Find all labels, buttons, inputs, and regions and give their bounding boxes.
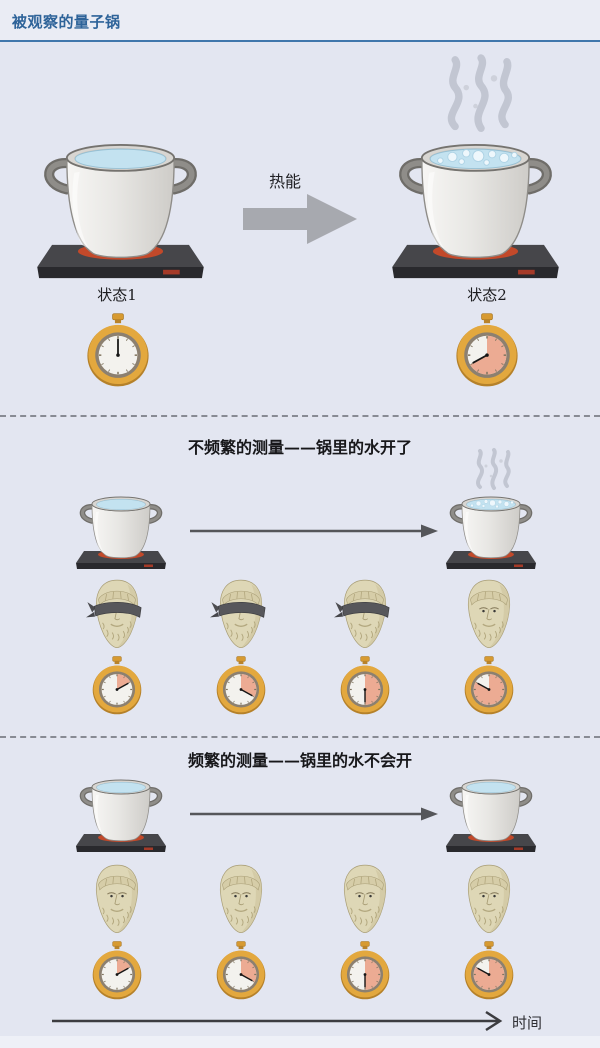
eyes [479,892,499,898]
stopwatch-icon [338,656,392,716]
stopwatch-illustration [340,941,390,1000]
bubbles [437,149,518,166]
pot-illustration [76,496,166,569]
stopwatch-illustration [464,656,514,715]
eyes [231,892,251,898]
blindfolded-bust-icon [334,576,396,652]
footer-band [0,1036,600,1048]
frequent-transition-arrow [190,807,438,821]
pot-illustration [392,54,559,279]
stopwatch-icon [462,941,516,1001]
frequent-section-title: 频繁的测量——锅里的水不会开 [187,751,412,770]
blindfolded-bust-icon [210,576,272,652]
bust-illustration [86,579,142,648]
observer-bust-icon [334,861,396,937]
blindfolded-bust-icon [86,576,148,652]
bubbles [470,499,514,509]
bust-illustration [343,864,387,933]
section-divider [0,415,600,417]
page-title: 被观察的量子锅 [12,14,121,31]
bust-illustration [467,864,511,933]
stopwatch-illustration [456,313,518,387]
state2-label: 状态2 [467,286,507,304]
observer-bust-icon [86,861,148,937]
stopwatch-icon [214,656,268,716]
stopwatch-state2-icon [453,313,521,389]
infrequent-pot-start-icon [71,450,171,570]
stopwatch-state1-icon [84,313,152,389]
pot-illustration [446,779,536,852]
infrequent-transition-arrow [190,524,438,538]
bust-illustration [467,579,511,648]
stopwatch-illustration [340,656,390,715]
steam-icon [447,54,512,132]
pot-illustration [37,144,204,279]
stopwatch-icon [338,941,392,1001]
heat-arrow-icon [243,194,357,244]
time-axis-arrow-icon [52,1010,503,1032]
stopwatch-illustration [87,313,149,387]
blindfold [210,602,266,618]
observer-bust-icon [458,576,520,652]
eyes [479,607,499,613]
state1-label: 状态1 [97,286,137,304]
stopwatch-illustration [92,656,142,715]
stopwatch-illustration [216,656,266,715]
bust-illustration [95,864,139,933]
header: 被观察的量子锅 [0,0,600,42]
bust-illustration [334,579,390,648]
heat-energy-label: 热能 [268,172,301,191]
eyes [355,892,375,898]
pot-state2-icon [383,54,568,280]
frequent-pot-end-icon [441,733,541,853]
stopwatch-icon [462,656,516,716]
stopwatch-icon [90,941,144,1001]
pot-illustration [76,779,166,852]
infrequent-section-title: 不频繁的测量——锅里的水开了 [187,438,412,457]
stopwatch-illustration [92,941,142,1000]
blindfold [86,602,142,618]
pot-state1-icon [28,58,213,280]
observer-bust-icon [458,861,520,937]
stopwatch-icon [90,656,144,716]
section-divider [0,736,600,738]
eyes [107,892,127,898]
frequent-pot-start-icon [71,733,171,853]
blindfold [334,602,390,618]
steam-icon [476,448,511,490]
observer-bust-icon [210,861,272,937]
time-axis-label: 时间 [512,1014,543,1032]
bust-illustration [219,864,263,933]
bust-illustration [210,579,266,648]
stopwatch-illustration [216,941,266,1000]
stopwatch-icon [214,941,268,1001]
pot-illustration [446,448,536,569]
infrequent-pot-end-icon [441,448,541,570]
stopwatch-illustration [464,941,514,1000]
